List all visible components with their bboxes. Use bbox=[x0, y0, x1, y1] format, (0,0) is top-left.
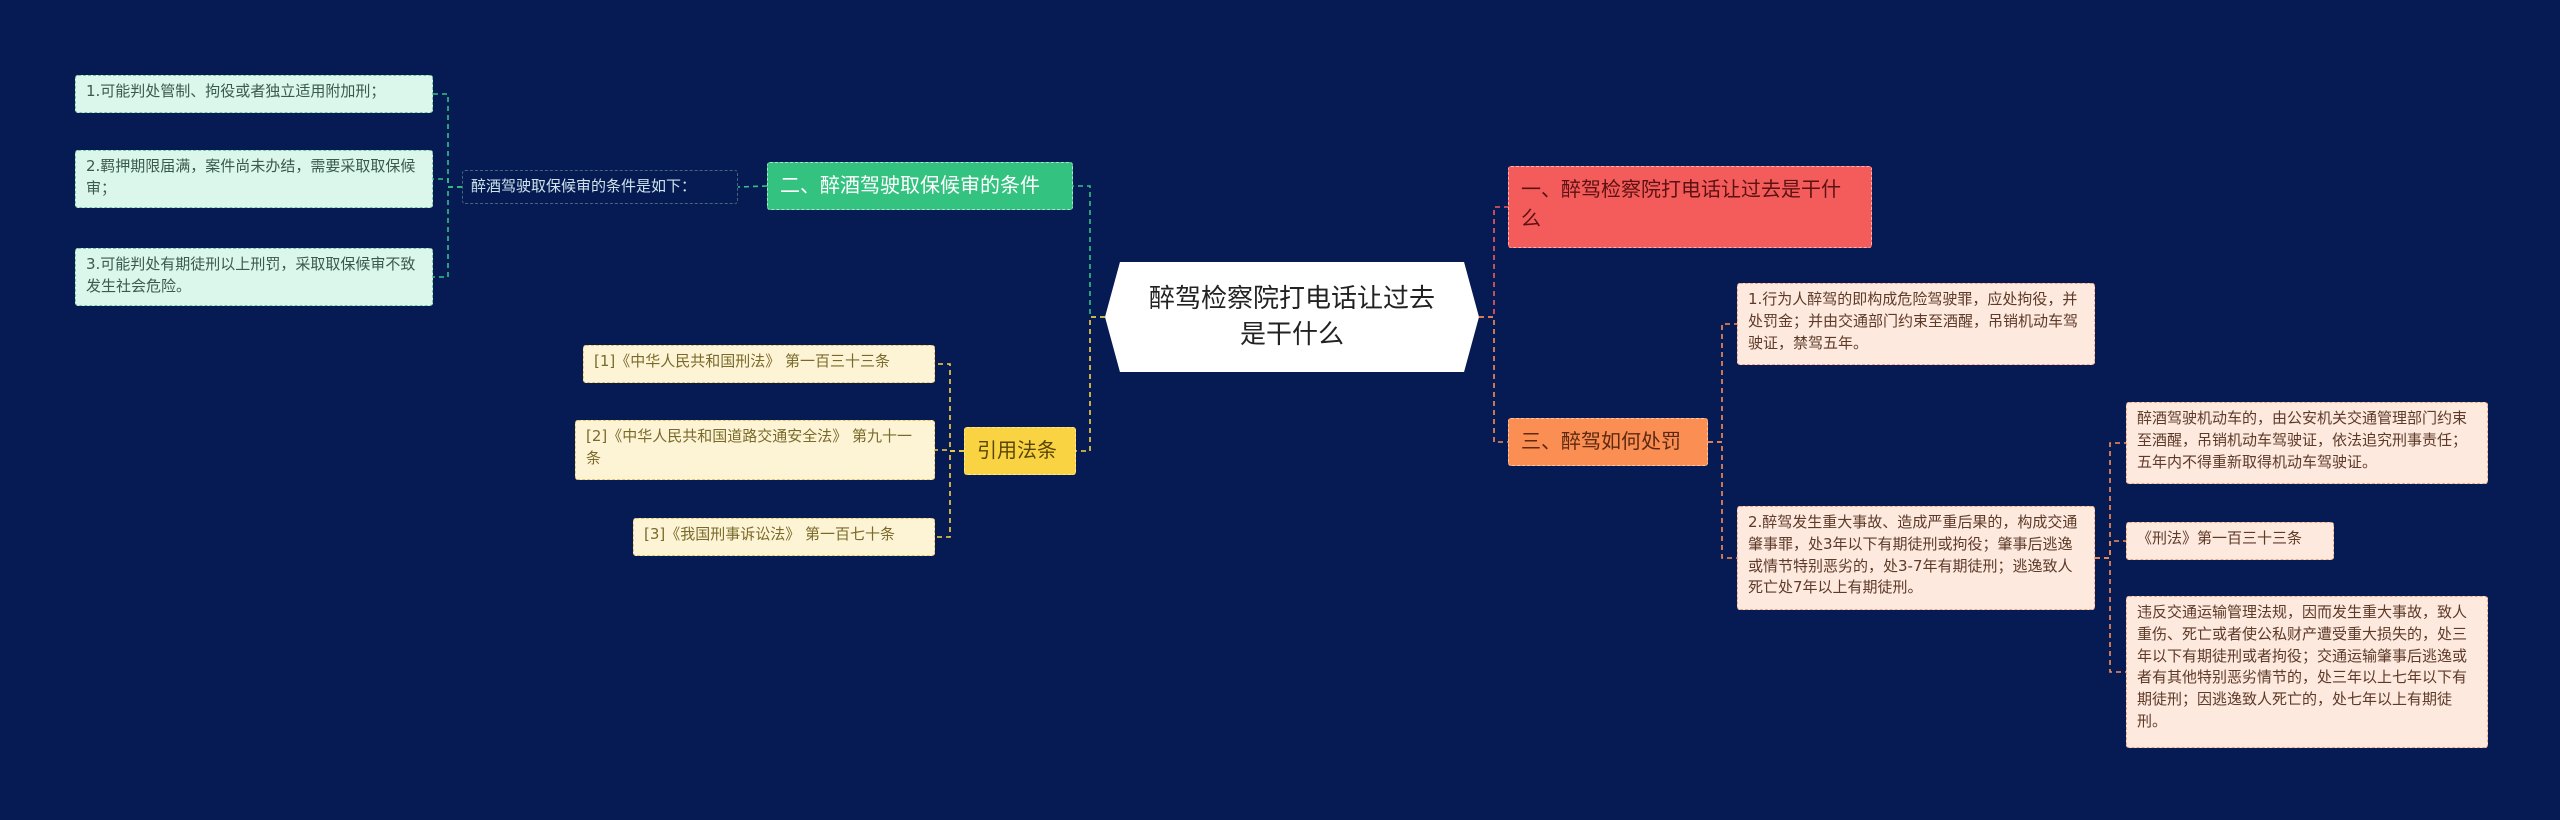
bail-intro-text[interactable]: 醉酒驾驶取保候审的条件是如下： bbox=[462, 170, 738, 204]
penalty-item-1-label: 1.行为人醉驾的即构成危险驾驶罪，应处拘役，并处罚金；并由交通部门约束至酒醒，吊… bbox=[1748, 290, 2079, 352]
penalty-sub-item-2[interactable]: 《刑法》第一百三十三条 bbox=[2126, 522, 2334, 560]
bail-intro-label: 醉酒驾驶取保候审的条件是如下： bbox=[471, 177, 697, 195]
central-topic[interactable]: 醉驾检察院打电话让过去是干什么 bbox=[1105, 262, 1479, 372]
bail-condition-3-label: 3.可能判处有期徒刑以上刑罚，采取取保候审不致发生社会危险。 bbox=[86, 255, 416, 295]
branch-references[interactable]: 引用法条 bbox=[964, 427, 1076, 475]
link-center-penalty bbox=[1479, 316, 1508, 443]
penalty-sub-item-1[interactable]: 醉酒驾驶机动车的，由公安机关交通管理部门约束至酒醒，吊销机动车驾驶证，依法追究刑… bbox=[2126, 402, 2488, 484]
branch-references-label: 引用法条 bbox=[977, 438, 1057, 462]
branch-penalty-label: 三、醉驾如何处罚 bbox=[1521, 429, 1681, 453]
branch-bail-conditions[interactable]: 二、醉酒驾驶取保候审的条件 bbox=[767, 162, 1073, 210]
bail-condition-2-label: 2.羁押期限届满，案件尚未办结，需要采取取保候审； bbox=[86, 157, 416, 197]
branch-what-label: 一、醉驾检察院打电话让过去是干什么 bbox=[1521, 177, 1841, 230]
link-penalty-item-1 bbox=[1708, 323, 1737, 443]
link-bail-intro bbox=[737, 185, 768, 188]
link-center-bail bbox=[1073, 185, 1105, 318]
link-ref-item-3 bbox=[935, 450, 964, 538]
bail-condition-1[interactable]: 1.可能判处管制、拘役或者独立适用附加刑； bbox=[75, 75, 433, 113]
penalty-item-2-label: 2.醉驾发生重大事故、造成严重后果的，构成交通肇事罪，处3年以下有期徒刑或拘役；… bbox=[1748, 513, 2078, 597]
penalty-sub-item-2-label: 《刑法》第一百三十三条 bbox=[2137, 529, 2303, 547]
link-penalty-sub-2 bbox=[2095, 540, 2126, 559]
link-ref-item-1 bbox=[935, 363, 964, 452]
penalty-sub-item-3-label: 违反交通运输管理法规，因而发生重大事故，致人重伤、死亡或者使公私财产遭受重大损失… bbox=[2137, 603, 2468, 730]
link-bail-item-2 bbox=[433, 178, 462, 188]
link-center-refs bbox=[1076, 316, 1105, 452]
central-topic-label: 醉驾检察院打电话让过去是干什么 bbox=[1148, 283, 1435, 350]
reference-3-label: [3]《我国刑事诉讼法》 第一百七十条 bbox=[644, 525, 896, 543]
penalty-sub-item-3[interactable]: 违反交通运输管理法规，因而发生重大事故，致人重伤、死亡或者使公私财产遭受重大损失… bbox=[2126, 596, 2488, 748]
reference-3[interactable]: [3]《我国刑事诉讼法》 第一百七十条 bbox=[633, 518, 935, 556]
reference-2-label: [2]《中华人民共和国道路交通安全法》 第九十一条 bbox=[586, 427, 913, 467]
link-bail-item-1 bbox=[433, 93, 462, 188]
bail-condition-2[interactable]: 2.羁押期限届满，案件尚未办结，需要采取取保候审； bbox=[75, 150, 433, 208]
branch-what-is-it[interactable]: 一、醉驾检察院打电话让过去是干什么 bbox=[1508, 166, 1872, 248]
link-center-what bbox=[1479, 206, 1508, 318]
reference-1-label: [1]《中华人民共和国刑法》 第一百三十三条 bbox=[594, 352, 891, 370]
bail-condition-3[interactable]: 3.可能判处有期徒刑以上刑罚，采取取保候审不致发生社会危险。 bbox=[75, 248, 433, 306]
branch-bail-label: 二、醉酒驾驶取保候审的条件 bbox=[780, 173, 1040, 197]
link-penalty-sub-3 bbox=[2095, 557, 2126, 673]
branch-penalty[interactable]: 三、醉驾如何处罚 bbox=[1508, 418, 1708, 466]
link-penalty-sub-1 bbox=[2095, 442, 2126, 559]
reference-2[interactable]: [2]《中华人民共和国道路交通安全法》 第九十一条 bbox=[575, 420, 935, 480]
reference-1[interactable]: [1]《中华人民共和国刑法》 第一百三十三条 bbox=[583, 345, 935, 383]
penalty-item-1[interactable]: 1.行为人醉驾的即构成危险驾驶罪，应处拘役，并处罚金；并由交通部门约束至酒醒，吊… bbox=[1737, 283, 2095, 365]
penalty-item-2[interactable]: 2.醉驾发生重大事故、造成严重后果的，构成交通肇事罪，处3年以下有期徒刑或拘役；… bbox=[1737, 506, 2095, 610]
penalty-sub-item-1-label: 醉酒驾驶机动车的，由公安机关交通管理部门约束至酒醒，吊销机动车驾驶证，依法追究刑… bbox=[2137, 409, 2468, 471]
link-penalty-item-2 bbox=[1708, 441, 1737, 559]
link-bail-item-3 bbox=[433, 186, 462, 278]
bail-condition-1-label: 1.可能判处管制、拘役或者独立适用附加刑； bbox=[86, 82, 386, 100]
